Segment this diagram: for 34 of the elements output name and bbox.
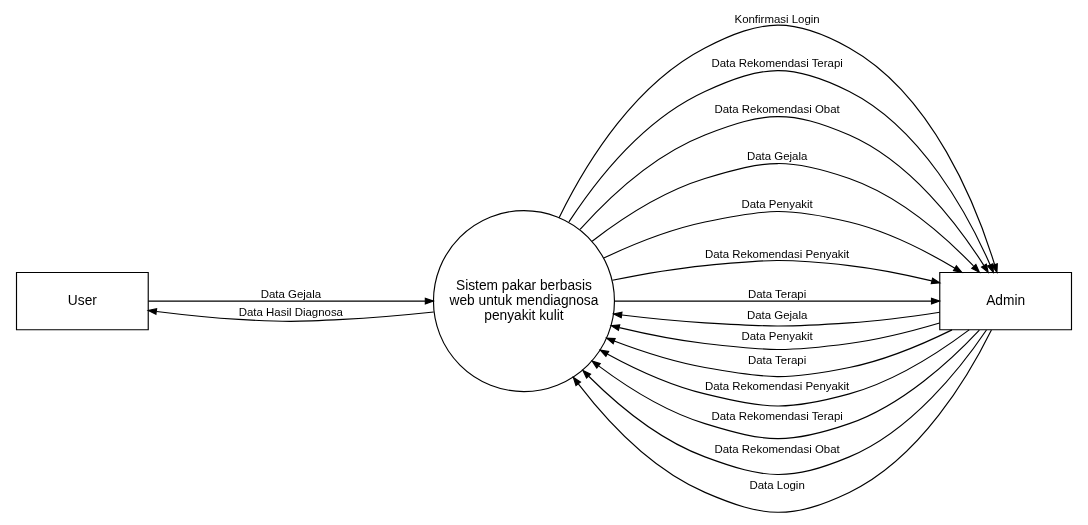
edge-label: Konfirmasi Login bbox=[734, 12, 820, 25]
arrow bbox=[591, 162, 981, 273]
node-box: Admin bbox=[939, 271, 1073, 330]
arrow bbox=[611, 259, 942, 284]
edge-label: Data Gejala bbox=[746, 308, 808, 321]
arrow bbox=[609, 321, 941, 350]
arrow bbox=[611, 310, 941, 327]
edge-label: Data Terapi bbox=[747, 353, 807, 366]
arrow bbox=[603, 210, 964, 273]
edge-label: Data Rekomendasi Obat bbox=[714, 102, 840, 115]
edge-label: Data Gejala bbox=[260, 287, 322, 300]
arrow bbox=[147, 296, 436, 305]
edge-label: Data Gejala bbox=[746, 149, 808, 162]
node-box: User bbox=[15, 271, 149, 330]
edge-label: Data Login bbox=[749, 478, 805, 491]
edge-label: Data Rekomendasi Penyakit bbox=[704, 247, 850, 260]
arrow bbox=[146, 307, 435, 322]
arrow bbox=[590, 328, 980, 439]
arrow bbox=[581, 328, 988, 475]
edge-label: Data Rekomendasi Terapi bbox=[711, 56, 843, 69]
edge-label: Data Rekomendasi Penyakit bbox=[704, 379, 850, 392]
edge-label: Data Terapi bbox=[747, 287, 807, 300]
arrow bbox=[572, 328, 992, 513]
edge-label: Data Rekomendasi Obat bbox=[714, 442, 840, 455]
arrow bbox=[605, 328, 953, 377]
edge-label: Data Penyakit bbox=[741, 329, 813, 342]
edge-label: Data Hasil Diagnosa bbox=[238, 305, 343, 318]
arrow bbox=[558, 24, 998, 274]
arrow bbox=[568, 69, 995, 274]
arrow bbox=[614, 296, 942, 305]
edge-label: Data Penyakit bbox=[741, 197, 813, 210]
arrow bbox=[598, 328, 970, 407]
edge-label: Data Rekomendasi Terapi bbox=[711, 409, 843, 422]
arrow bbox=[579, 115, 990, 274]
